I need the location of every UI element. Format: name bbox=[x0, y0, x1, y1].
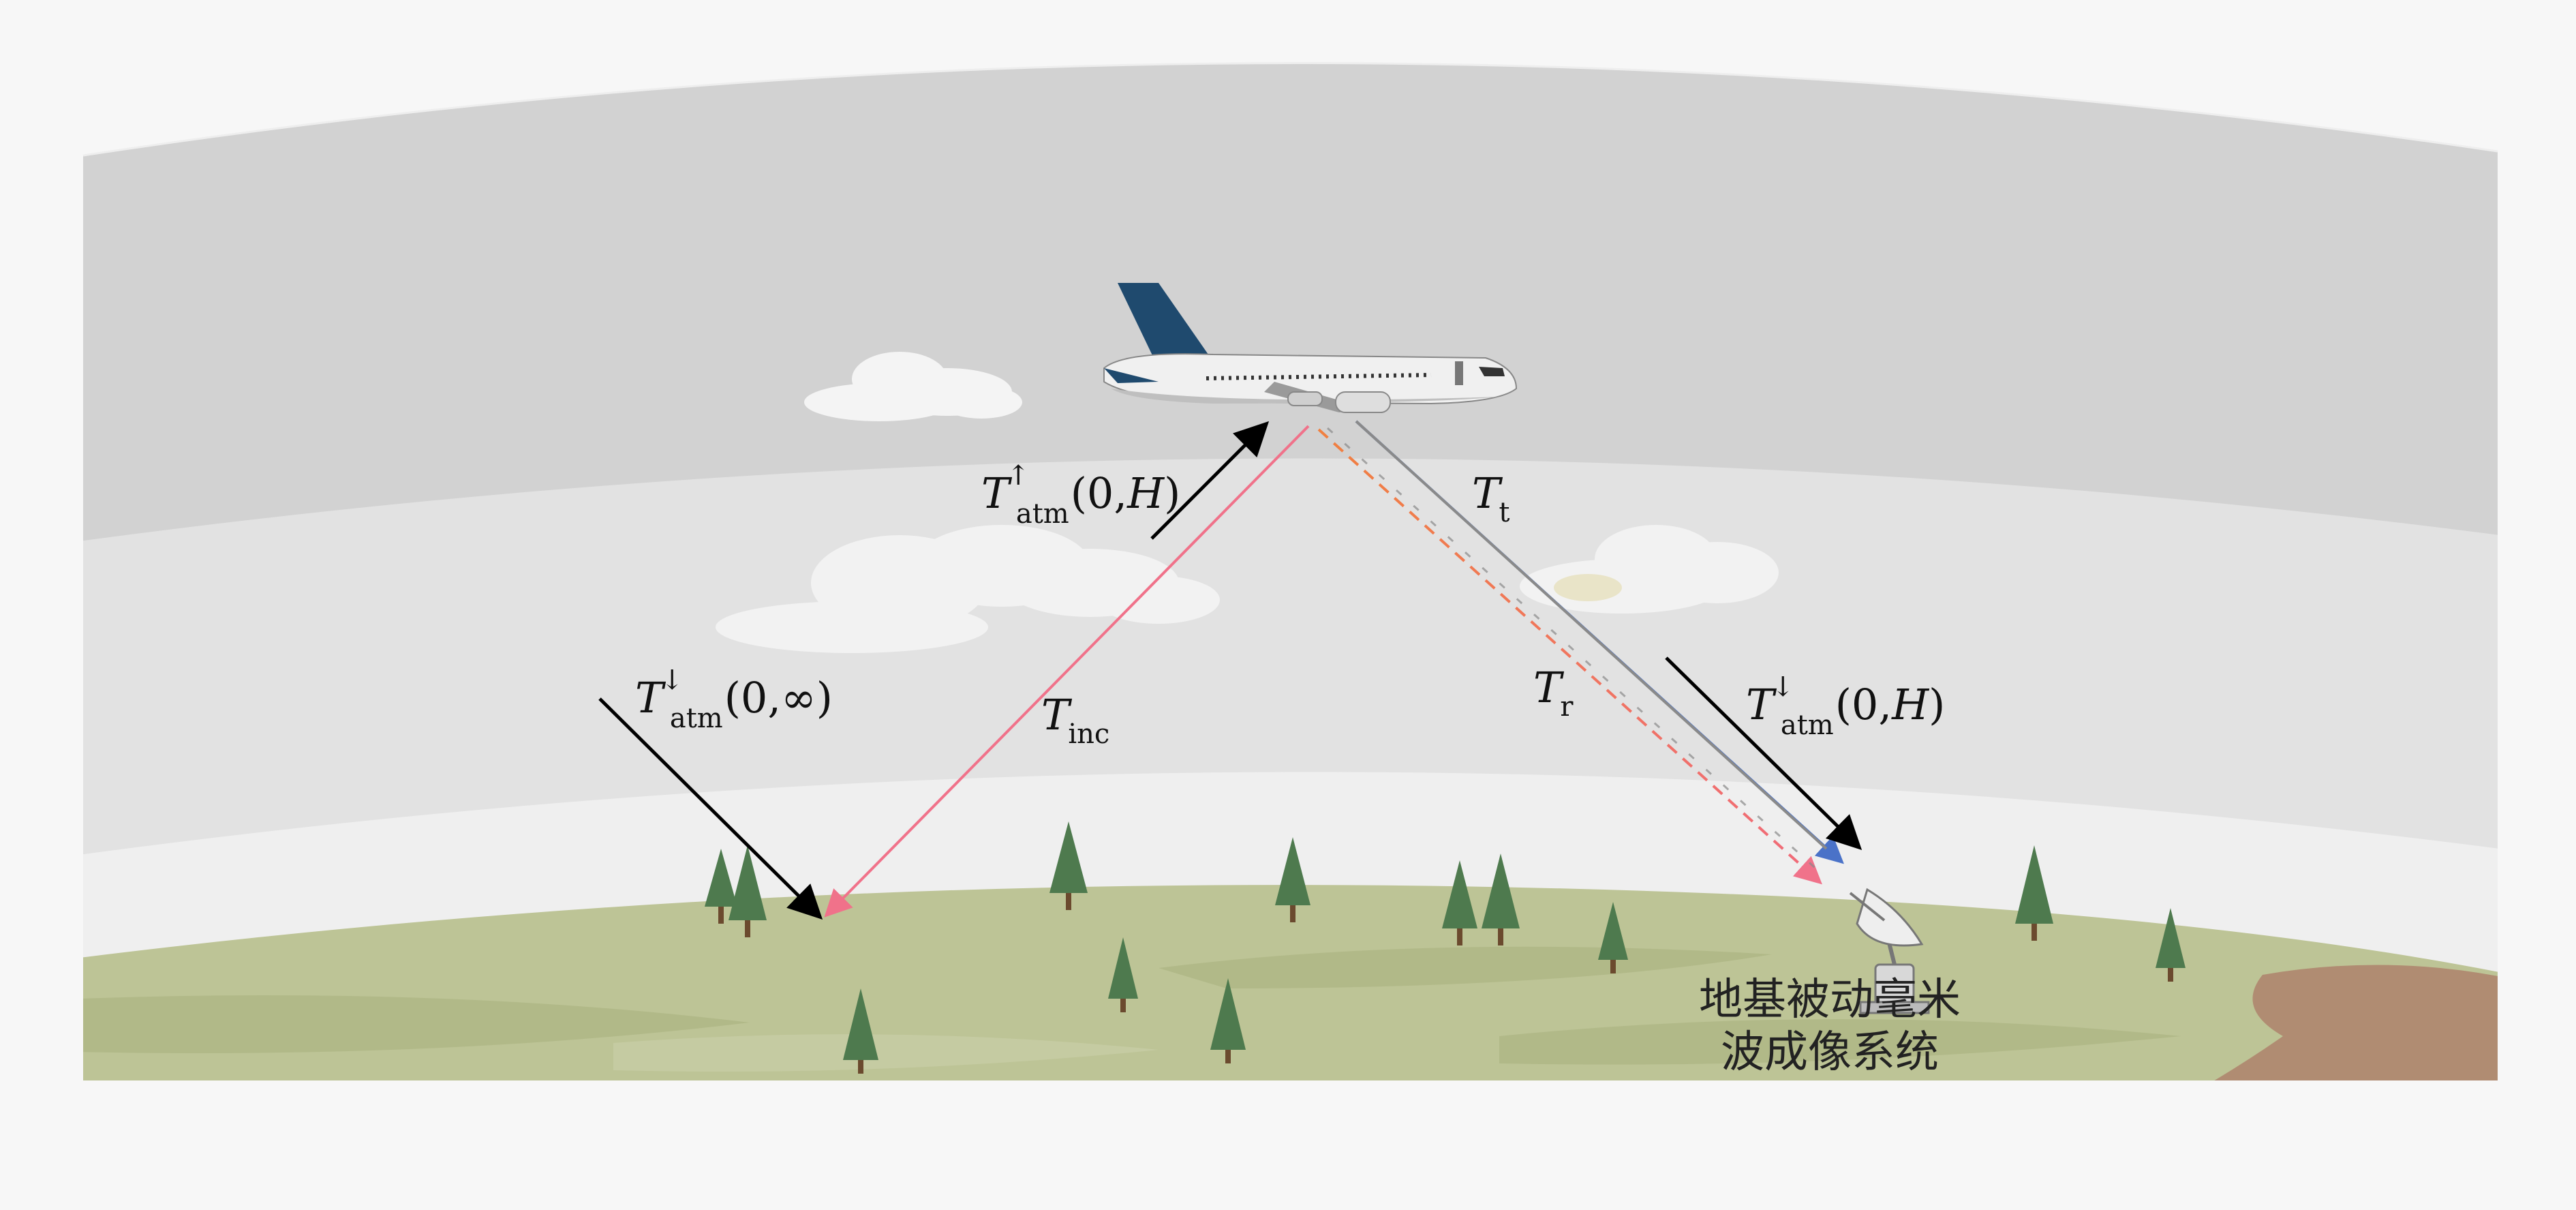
label-t-r: Tr bbox=[1533, 663, 1574, 723]
tree-icon bbox=[2156, 908, 2186, 982]
arrow-atm-down-inf bbox=[598, 697, 823, 920]
incident-ray bbox=[824, 425, 1310, 918]
frame-edge bbox=[82, 62, 2498, 157]
arrow-atm-down-h bbox=[1665, 656, 1862, 851]
tree-icon bbox=[1275, 837, 1310, 922]
airplane-icon bbox=[1103, 283, 1518, 413]
tree-icon bbox=[729, 845, 767, 937]
reflected-ray bbox=[1317, 428, 1822, 885]
label-t-inc: Tinc bbox=[1041, 690, 1109, 750]
rays bbox=[824, 420, 1844, 918]
trees bbox=[705, 821, 2186, 1074]
reflected-ray-gray bbox=[1326, 427, 1828, 879]
cloud-icon bbox=[804, 352, 1022, 421]
black-arrows bbox=[598, 421, 1862, 920]
radar-dish-icon bbox=[1849, 888, 1930, 1014]
tree-icon bbox=[1210, 978, 1246, 1063]
label-t-t: Tt bbox=[1472, 468, 1509, 528]
label-t-atm-up: T↑atm(0,H) bbox=[981, 460, 1180, 530]
cloud-icon bbox=[1520, 525, 1779, 614]
arrow-atm-up bbox=[1150, 421, 1270, 540]
tree-icon bbox=[843, 988, 878, 1074]
tree-icon bbox=[1598, 902, 1628, 973]
tree-icon bbox=[1049, 821, 1088, 910]
ground bbox=[83, 885, 2498, 1080]
system-label-line2: 波成像系统 bbox=[1721, 1027, 1939, 1078]
tree-icon bbox=[1442, 860, 1477, 946]
label-t-atm-down-h: T↓atm(0,H) bbox=[1746, 671, 1945, 741]
cloud-icon bbox=[716, 525, 1220, 653]
tree-icon bbox=[705, 849, 737, 924]
tree-icon bbox=[2015, 845, 2053, 941]
tree-icon bbox=[1482, 853, 1520, 946]
system-label-line1: 地基被动毫米 bbox=[1699, 975, 1961, 1025]
label-t-atm-down-inf: T↓atm(0,∞) bbox=[635, 665, 833, 734]
tree-icon bbox=[1108, 937, 1138, 1012]
transmitted-ray-gray bbox=[1355, 420, 1828, 850]
